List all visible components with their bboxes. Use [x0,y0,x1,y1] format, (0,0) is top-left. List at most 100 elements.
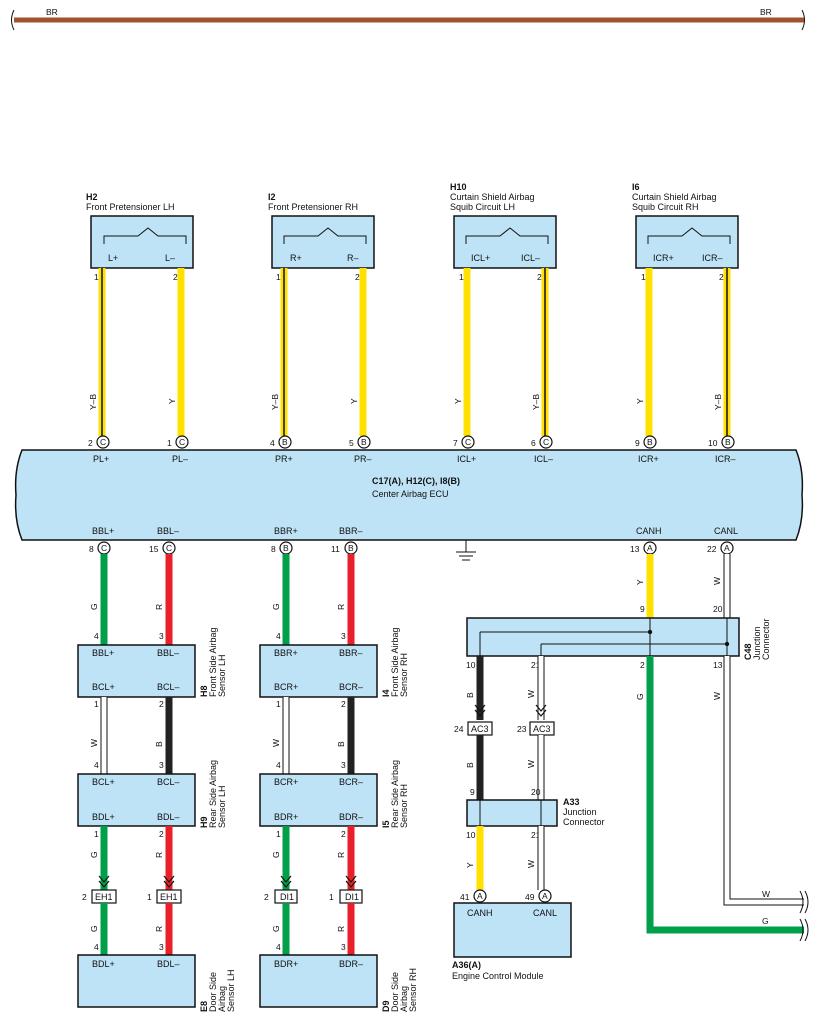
svg-text:3: 3 [341,631,346,641]
svg-text:Sensor LH: Sensor LH [217,785,227,828]
svg-text:B: B [361,437,367,447]
svg-text:W: W [762,889,770,899]
svg-text:1: 1 [147,892,152,902]
ecu-pin-label: PL+ [93,454,109,464]
pin-number: 1 [94,272,99,282]
svg-text:BDL–: BDL– [157,812,180,822]
component-name-line1: Curtain Shield Airbag [450,192,535,202]
svg-text:1: 1 [94,699,99,709]
svg-text:Y: Y [465,862,475,868]
svg-text:Rear Side Airbag: Rear Side Airbag [208,760,218,828]
svg-text:3: 3 [159,942,164,952]
ecu-pin-label: BBR– [339,526,363,536]
svg-text:A: A [647,543,653,553]
svg-text:Sensor LH: Sensor LH [217,654,227,697]
svg-text:BDR+: BDR+ [274,812,298,822]
svg-text:20: 20 [531,787,541,797]
svg-text:4: 4 [276,631,281,641]
svg-text:B: B [282,437,288,447]
svg-text:H8: H8 [199,685,209,697]
ecu-pin-label: PR– [354,454,372,464]
svg-text:9: 9 [640,604,645,614]
svg-text:W: W [526,760,536,768]
component-code: I2 [268,192,276,202]
ecu-top-connectors: C 2 C 1 B 4 B 5 C 7 C 6 B 9 B 10 [88,435,735,449]
svg-text:DI1: DI1 [345,892,359,902]
svg-text:Front Side Airbag: Front Side Airbag [208,627,218,697]
svg-text:Sensor RH: Sensor RH [399,784,409,828]
svg-text:A: A [542,891,548,901]
svg-text:2: 2 [159,699,164,709]
ecu-pin-label: PR+ [275,454,293,464]
center-airbag-ecu: C17(A), H12(C), I8(B) Center Airbag ECU … [14,449,804,541]
pin-number: 1 [276,272,281,282]
svg-text:BCL–: BCL– [157,777,180,787]
svg-text:C: C [465,437,471,447]
svg-text:49: 49 [525,892,535,902]
svg-text:B: B [647,437,653,447]
svg-text:AC3: AC3 [533,724,551,734]
svg-text:11: 11 [331,544,340,554]
svg-text:R: R [336,852,346,858]
svg-text:BBR–: BBR– [339,648,363,658]
pin-label: L+ [108,253,118,263]
svg-text:Door Side: Door Side [208,972,218,1012]
svg-text:2: 2 [264,892,269,902]
svg-text:9: 9 [635,438,640,448]
svg-text:Front Side Airbag: Front Side Airbag [390,627,400,697]
svg-text:24: 24 [454,724,464,734]
svg-text:Connector: Connector [563,817,605,827]
svg-text:W: W [526,860,536,868]
svg-text:EH1: EH1 [160,892,178,902]
svg-text:1: 1 [167,438,172,448]
component-name: Front Pretensioner RH [268,202,358,212]
svg-text:G: G [635,693,645,700]
svg-text:B: B [725,437,731,447]
svg-text:4: 4 [94,631,99,641]
svg-text:G: G [89,851,99,858]
svg-text:7: 7 [453,438,458,448]
pin-label: ICR– [702,253,723,263]
wire-color: Y–B [88,394,98,410]
svg-text:BDR+: BDR+ [274,959,298,969]
svg-text:G: G [89,925,99,932]
svg-text:6: 6 [531,438,536,448]
bus-label-left: BR [46,7,58,17]
svg-text:BCR+: BCR+ [274,682,298,692]
svg-text:2: 2 [640,660,645,670]
svg-text:R: R [336,926,346,932]
svg-text:W: W [89,739,99,747]
wire-color: Y–B [270,394,280,410]
ecu-pin-label: ICL+ [457,454,476,464]
component-h10: H10 Curtain Shield Airbag Squib Circuit … [450,182,557,269]
svg-text:R: R [154,604,164,610]
pin-label: ICL+ [471,253,490,263]
svg-text:41: 41 [460,892,470,902]
svg-text:BDL+: BDL+ [92,812,115,822]
ecu-pin-label: CANH [636,526,662,536]
svg-text:4: 4 [276,942,281,952]
component-name-line1: Curtain Shield Airbag [632,192,717,202]
svg-text:A33: A33 [563,797,580,807]
svg-text:23: 23 [517,724,527,734]
svg-text:Airbag: Airbag [217,986,227,1012]
svg-text:W: W [526,690,536,698]
wire-color: Y–B [531,394,541,410]
svg-text:2: 2 [341,699,346,709]
ecu-pin-label: CANL [714,526,738,536]
svg-text:10: 10 [466,830,476,840]
svg-text:21: 21 [531,830,541,840]
svg-text:4: 4 [270,438,275,448]
pin-label: R+ [290,253,302,263]
svg-text:I5: I5 [381,820,391,828]
svg-text:C: C [101,543,107,553]
svg-text:BDR–: BDR– [339,812,363,822]
svg-text:R: R [154,926,164,932]
svg-text:4: 4 [94,760,99,770]
svg-text:B: B [283,543,289,553]
svg-text:3: 3 [159,631,164,641]
svg-text:A: A [724,543,730,553]
top-labels: 1 2 1 2 1 2 1 2 Y–B Y Y–B Y Y Y–B Y Y–B [88,272,724,410]
svg-text:Engine Control Module: Engine Control Module [452,971,544,981]
svg-text:B: B [465,692,475,698]
